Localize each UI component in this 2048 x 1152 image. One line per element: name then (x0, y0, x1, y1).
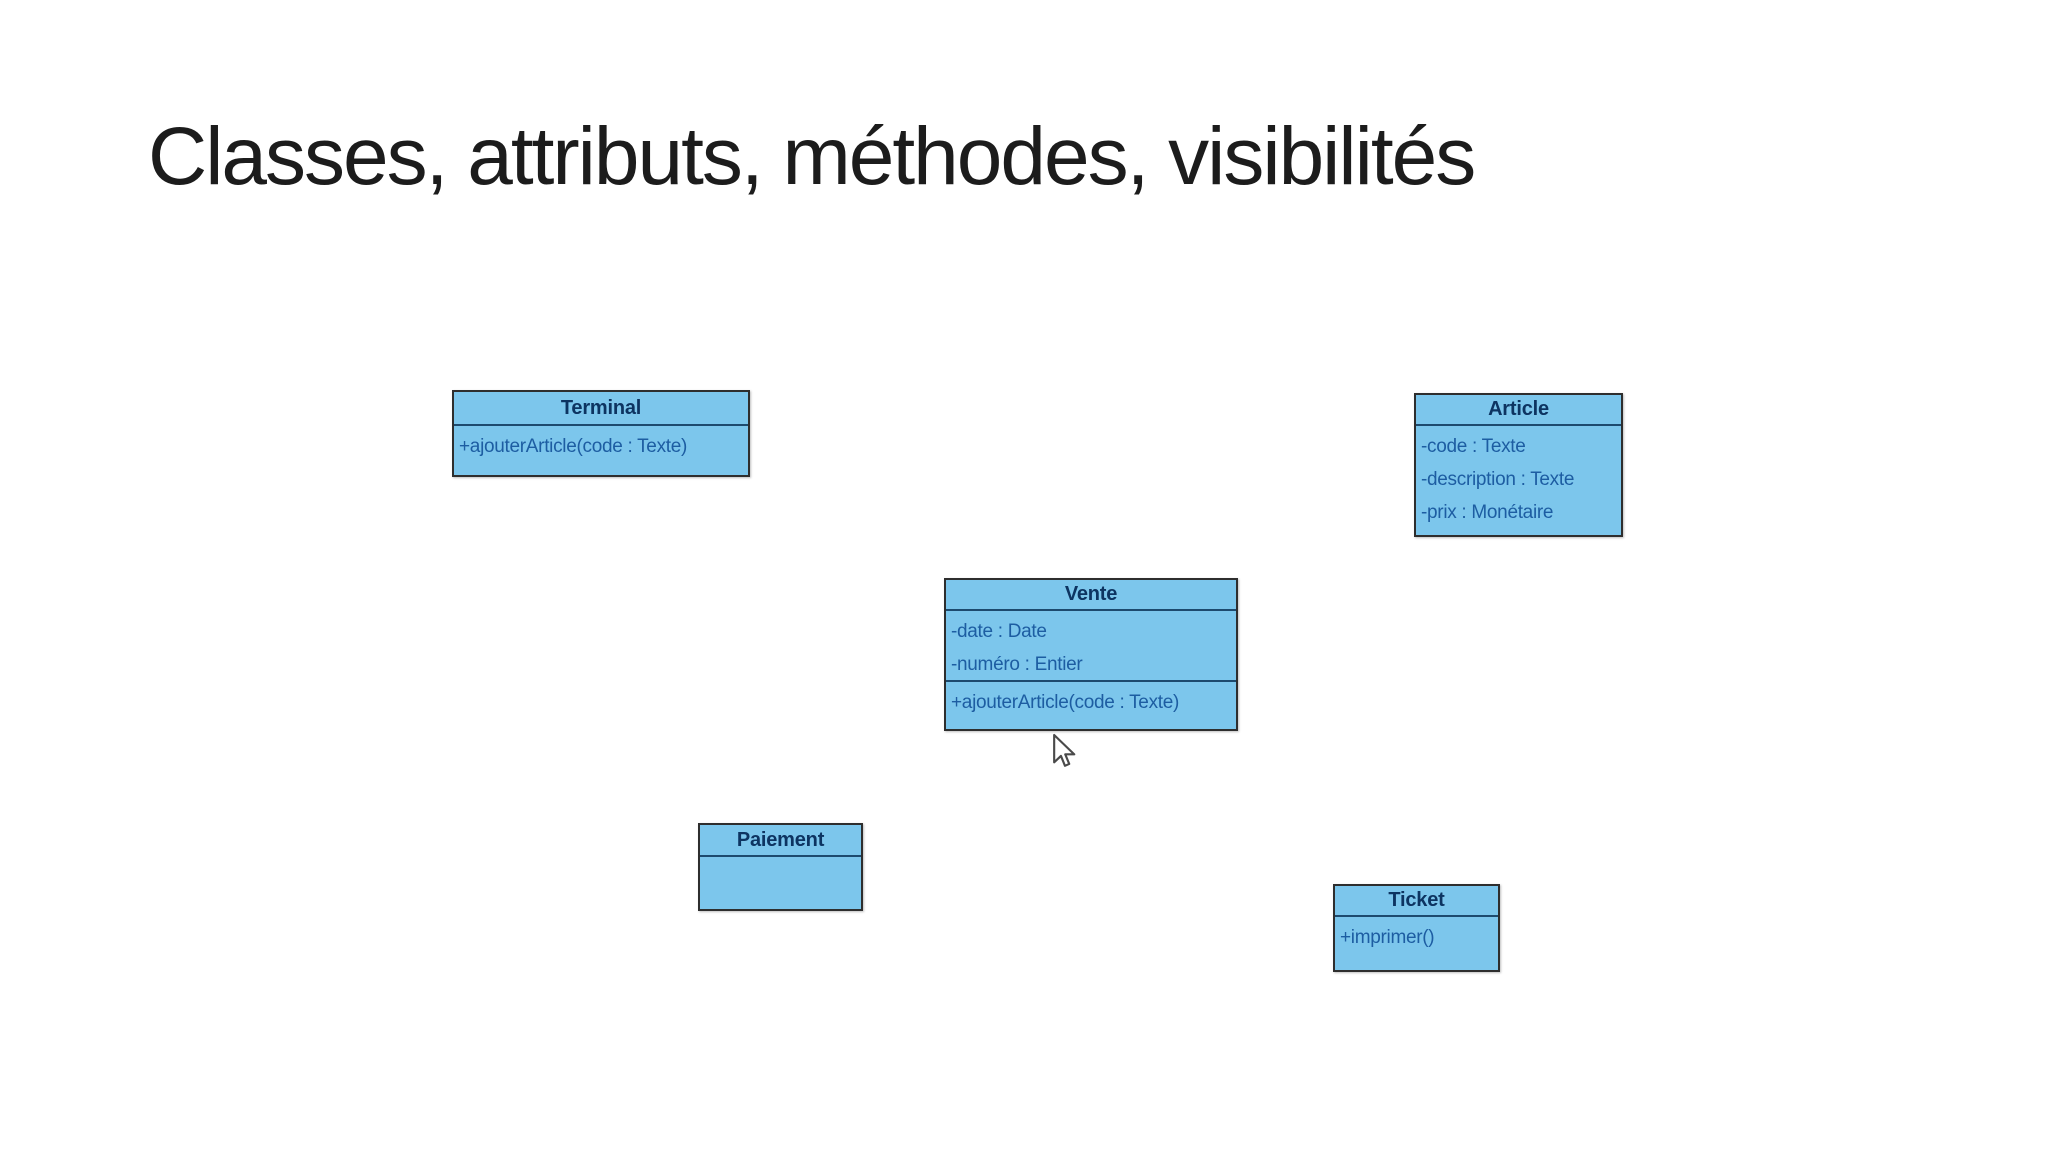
uml-class-vente: Vente -date : Date -numéro : Entier +ajoute… (944, 578, 1238, 731)
uml-methods-compartment: +ajouterArticle(code : Texte) (946, 680, 1236, 729)
uml-class-name: Article (1488, 398, 1549, 420)
uml-attributes-row: -date : Date (951, 621, 1047, 642)
uml-class-article: Article -code : Texte -description : Texte… (1414, 393, 1623, 537)
uml-attributes-row: -code : Texte (1421, 436, 1526, 457)
uml-methods-row: +imprimer() (1340, 927, 1435, 948)
uml-methods-row: +ajouterArticle(code : Texte) (951, 692, 1180, 713)
uml-class-paiement: Paiement (698, 823, 863, 911)
uml-empty-compartment (700, 855, 861, 909)
uml-class-name: Ticket (1388, 889, 1445, 911)
slide-title: Classes, attributs, méthodes, visibilité… (148, 111, 1476, 202)
uml-attributes-compartment: -date : Date -numéro : Entier (946, 609, 1236, 680)
uml-methods-compartment: +ajouterArticle(code : Texte) (454, 424, 748, 475)
uml-attributes-row: -numéro : Entier (951, 654, 1083, 675)
uml-attributes-row: -prix : Monétaire (1421, 502, 1554, 523)
uml-class-name: Vente (1064, 583, 1118, 605)
uml-methods-compartment: +imprimer() (1335, 915, 1498, 970)
uml-methods-row: +ajouterArticle(code : Texte) (459, 436, 688, 457)
uml-class-ticket: Ticket +imprimer() (1333, 884, 1500, 972)
uml-attributes-compartment: -code : Texte -description : Texte -prix :… (1416, 424, 1621, 535)
uml-class-name: Paiement (736, 828, 825, 851)
mouse-cursor-icon (1053, 733, 1076, 767)
uml-class-name: Terminal (560, 396, 642, 419)
uml-attributes-row: -description : Texte (1421, 469, 1575, 490)
uml-class-terminal: Terminal +ajouterArticle(code : Texte) (452, 390, 750, 477)
